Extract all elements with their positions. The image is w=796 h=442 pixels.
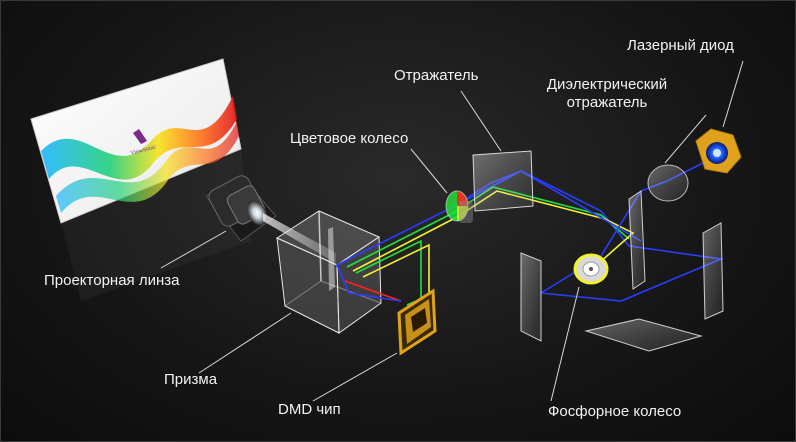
folding-mirror-left	[520, 252, 542, 342]
phosphor-wheel	[573, 253, 609, 285]
leader-dielectric	[664, 114, 707, 164]
folding-mirror-bottom	[584, 318, 703, 352]
projection-screen: ViewSonic	[30, 58, 251, 301]
projected-light-beam	[263, 213, 336, 263]
projector-lens	[205, 175, 277, 242]
label-prism: Призма	[164, 371, 218, 388]
label-phosphor-wheel: Фосфорное колесо	[548, 403, 682, 420]
label-dielectric-reflector: Диэлектрический отражатель	[542, 76, 672, 112]
label-laser-diode: Лазерный диод	[627, 37, 734, 54]
dielectric-reflector	[647, 164, 689, 202]
label-dmd-chip: DMD чип	[278, 401, 341, 418]
label-reflector: Отражатель	[394, 67, 479, 84]
prism-cube	[275, 210, 382, 334]
label-dielectric-line1: Диэлектрический	[546, 76, 668, 93]
leader-prism	[198, 312, 292, 374]
folding-mirror-right	[702, 222, 724, 320]
leader-dmd	[312, 352, 398, 402]
laser-diode	[695, 128, 742, 174]
label-projector-lens: Проекторная линза	[44, 272, 180, 289]
leader-laser-diode	[722, 60, 744, 128]
beam-splitter-plate	[628, 190, 646, 290]
label-dielectric-line2: отражатель	[566, 94, 648, 111]
leader-reflector	[460, 90, 502, 152]
reflector-mirror	[472, 150, 534, 212]
leader-color-wheel	[410, 148, 448, 194]
leader-lines	[160, 60, 744, 402]
dmd-chip	[397, 288, 437, 356]
color-wheel	[445, 190, 473, 223]
leader-phosphor	[550, 286, 580, 402]
leader-projector-lens	[160, 230, 227, 269]
label-color-wheel: Цветовое колесо	[290, 130, 409, 147]
viewsonic-bird-icon	[133, 129, 147, 144]
